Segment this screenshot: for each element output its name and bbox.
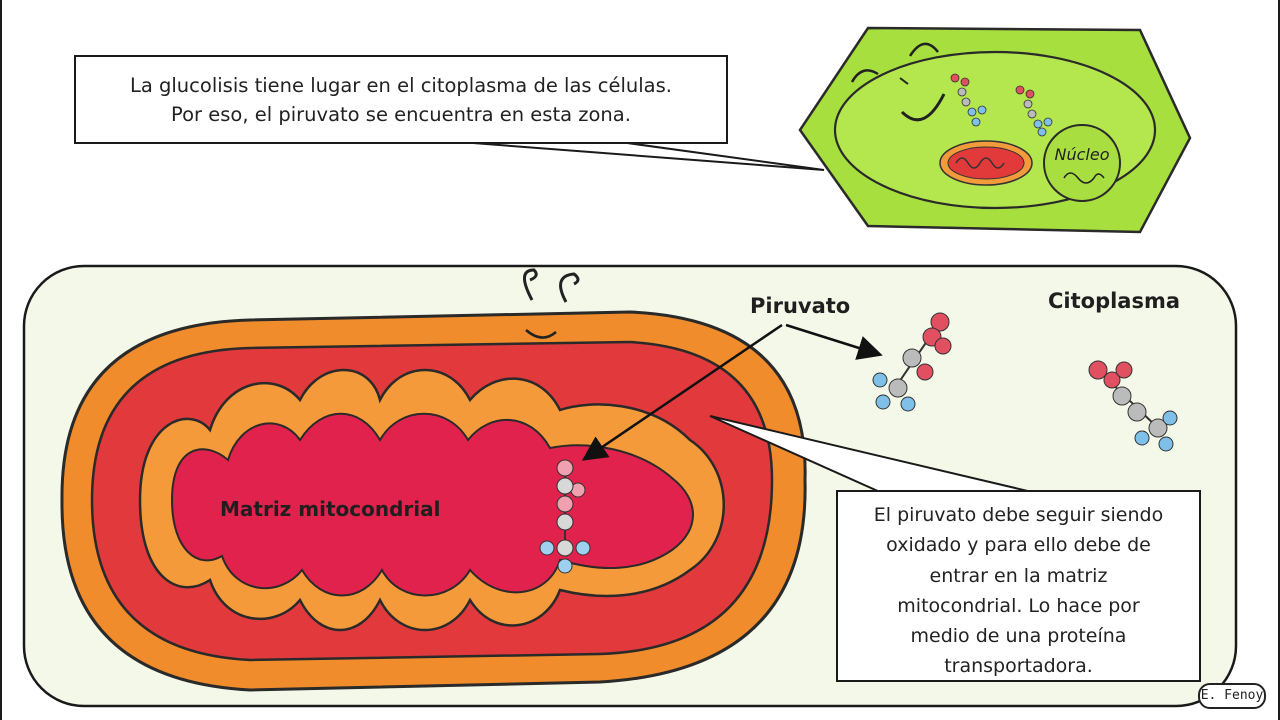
nucleus: Núcleo [1043, 124, 1121, 202]
top-callout-tail [459, 141, 825, 171]
mini-mitochondrion [939, 140, 1033, 186]
bottom-callout-line: entrar en la matriz [929, 564, 1108, 587]
piruvato-label: Piruvato [750, 294, 851, 318]
citoplasma-label: Citoplasma [1048, 289, 1181, 313]
arrow-to-matrix-pyruvate [581, 323, 783, 461]
author-signature: E. Fenoy [1198, 683, 1266, 709]
bottom-callout-box: El piruvato debe seguir siendo oxidado y… [836, 490, 1201, 682]
matriz-mitocondrial-label: Matriz mitocondrial [220, 497, 441, 521]
plant-cell: Núcleo [798, 26, 1192, 234]
cell-eye-icon [850, 69, 879, 83]
mini-pyruvate-molecule [950, 73, 987, 127]
right-frame-line [1278, 0, 1280, 720]
bottom-callout-line: El piruvato debe seguir siendo [873, 504, 1164, 526]
pyruvate-molecule-cytoplasm-2 [1088, 360, 1178, 452]
nucleus-label: Núcleo [1055, 145, 1110, 164]
pyruvate-molecule-matrix [539, 459, 591, 574]
arrow-to-cytoplasm-pyruvate [785, 323, 883, 360]
mito-eye-icon [523, 268, 538, 301]
mito-eye-icon [559, 272, 580, 303]
mito-smile-icon [525, 329, 557, 339]
mini-pyruvate-molecule [1015, 85, 1053, 137]
cell-smile-icon [900, 93, 946, 122]
bottom-callout-line: oxidado y para ello debe de [886, 534, 1151, 557]
bottom-callout-line: mitocondrial. Lo hace por [897, 594, 1140, 617]
bottom-callout-line: transportadora. [944, 655, 1093, 678]
bottom-callout-line: medio de una proteína [910, 625, 1127, 648]
cell-eye-icon [908, 42, 939, 57]
top-callout-line: Por eso, el piruvato se encuentra en est… [171, 103, 631, 126]
cell-nose-icon [899, 77, 909, 85]
left-frame-line [0, 0, 2, 720]
top-callout-line: La glucolisis tiene lugar en el citoplas… [130, 74, 672, 97]
mitochondrion [60, 268, 807, 692]
top-callout-box: La glucolisis tiene lugar en el citoplas… [74, 55, 728, 144]
pyruvate-molecule-cytoplasm-1 [872, 312, 952, 412]
